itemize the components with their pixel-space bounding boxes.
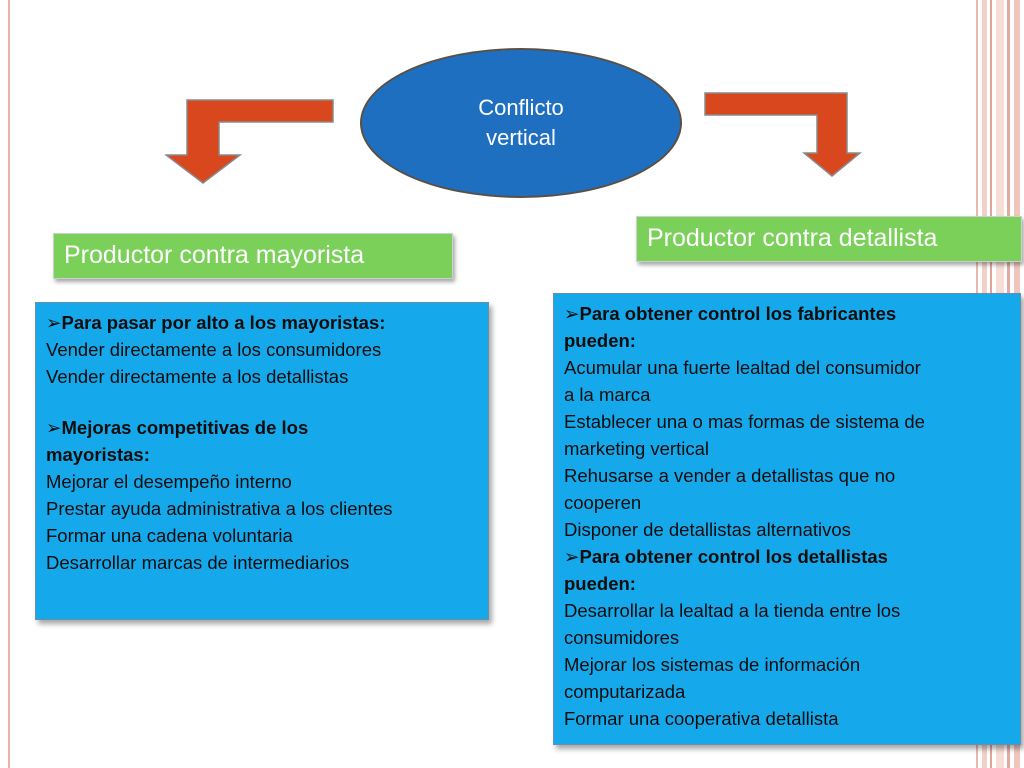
list-item: consumidores [564, 627, 680, 648]
list-item: Mejorar el desempeño interno [46, 471, 292, 492]
right-section2-heading-cont: pueden: [564, 573, 636, 594]
left-section2-heading-cont: mayoristas: [46, 444, 150, 465]
right-title-box: Productor contra detallista [636, 216, 1022, 262]
list-item: Formar una cooperativa detallista [564, 708, 839, 729]
bullet-arrow-icon: ➢ [564, 303, 580, 324]
list-item: computarizada [564, 681, 686, 702]
list-item: Vender directamente a los consumidores [46, 339, 382, 360]
list-item: marketing vertical [564, 438, 709, 459]
right-content-box: ➢Para obtener control los fabricantes pu… [553, 293, 1021, 745]
list-item: Desarrollar la lealtad a la tienda entre… [564, 600, 901, 621]
bullet-arrow-icon: ➢ [46, 312, 62, 333]
bullet-arrow-icon: ➢ [46, 417, 62, 438]
list-item: a la marca [564, 384, 651, 405]
left-content-box: ➢Para pasar por alto a los mayoristas: V… [35, 302, 489, 620]
list-item: Vender directamente a los detallistas [46, 366, 349, 387]
right-section2-heading: ➢Para obtener control los detallistas [564, 546, 888, 567]
left-title-box: Productor contra mayorista [53, 233, 453, 279]
right-section1-heading-cont: pueden: [564, 330, 636, 351]
list-item: Rehusarse a vender a detallistas que no [564, 465, 896, 486]
left-arrow-icon [165, 99, 334, 184]
list-item: Establecer una o mas formas de sistema d… [564, 411, 925, 432]
list-item: Mejorar los sistemas de información [564, 654, 861, 675]
center-label-line2: vertical [486, 125, 556, 150]
left-border-line [8, 0, 10, 768]
center-ellipse: Conflicto vertical [360, 48, 682, 198]
list-item: Formar una cadena voluntaria [46, 525, 293, 546]
list-item: Desarrollar marcas de intermediarios [46, 552, 350, 573]
left-section1-heading: ➢Para pasar por alto a los mayoristas: [46, 312, 386, 333]
bullet-arrow-icon: ➢ [564, 546, 580, 567]
right-section1-heading: ➢Para obtener control los fabricantes [564, 303, 897, 324]
list-item: Disponer de detallistas alternativos [564, 519, 851, 540]
list-item: Prestar ayuda administrativa a los clien… [46, 498, 393, 519]
list-item: Acumular una fuerte lealtad del consumid… [564, 357, 921, 378]
center-label-line1: Conflicto [478, 95, 564, 120]
right-arrow-icon [704, 92, 863, 177]
left-section2-heading: ➢Mejoras competitivas de los [46, 417, 309, 438]
list-item: cooperen [564, 492, 642, 513]
